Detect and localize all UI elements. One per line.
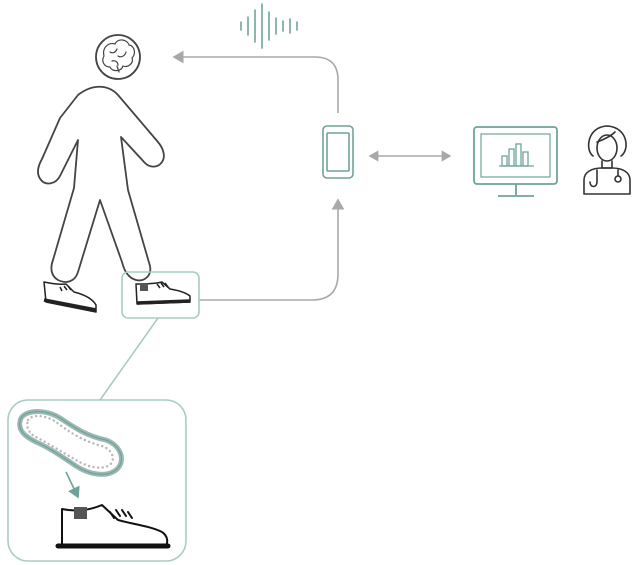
walking-person-icon bbox=[38, 87, 164, 282]
shoe-to-phone-arrow bbox=[199, 200, 338, 300]
doctor-icon bbox=[584, 126, 630, 194]
brain-icon bbox=[96, 35, 140, 79]
insole-to-shoe-arrow bbox=[66, 472, 78, 497]
smartphone-icon bbox=[323, 126, 353, 178]
bar-chart-monitor-icon bbox=[474, 127, 557, 196]
insole-icon bbox=[20, 412, 122, 475]
detail-shoe-icon bbox=[58, 505, 168, 546]
feedback-arrow bbox=[174, 57, 338, 113]
callout-line bbox=[100, 318, 158, 400]
shoe-icon bbox=[44, 282, 96, 312]
shoe-sensor-icon bbox=[136, 282, 190, 304]
audio-wave-icon bbox=[241, 4, 297, 48]
